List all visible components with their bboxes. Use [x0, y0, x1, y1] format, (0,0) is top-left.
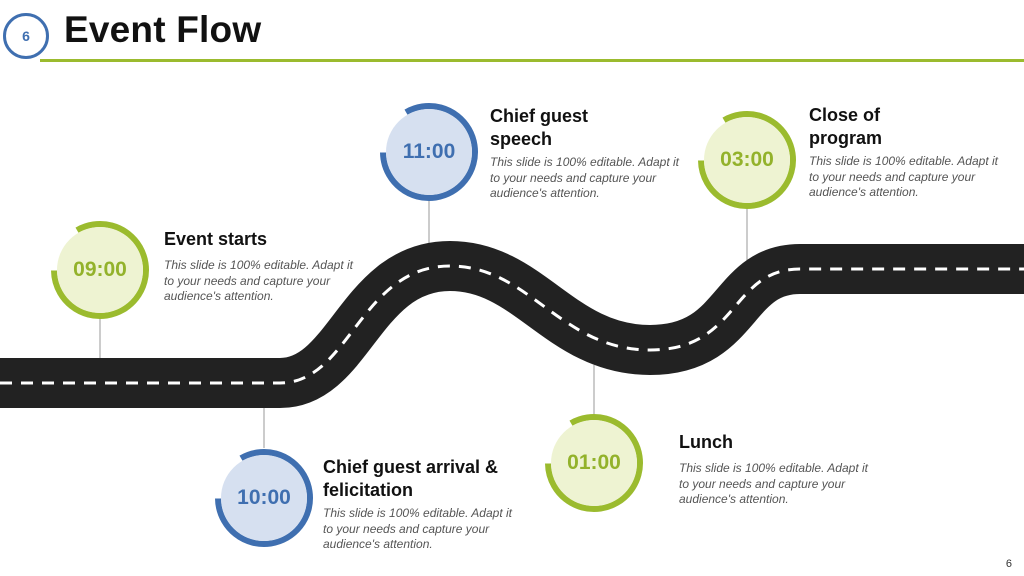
event-title-1000: Chief guest arrival & felicitation — [323, 457, 499, 500]
ring-track-0900 — [51, 221, 149, 319]
event-title-0900: Event starts — [164, 229, 268, 249]
event-title-0100: Lunch — [679, 432, 733, 452]
ring-track-1100 — [380, 102, 478, 201]
event-desc-1100: This slide is 100% editable. Adapt it to… — [490, 155, 679, 200]
time-badge-1100: 11:00 — [386, 109, 472, 195]
time-badge-0900: 09:00 — [57, 227, 143, 313]
event-desc-0300: This slide is 100% editable. Adapt it to… — [809, 154, 998, 199]
road-lane-markings — [0, 264, 1024, 385]
event-title-1100: Chief guest speech — [490, 106, 589, 149]
ring-track-1000 — [215, 449, 313, 547]
time-badge-0300: 03:00 — [704, 117, 790, 203]
slide-number-badge: 6 — [3, 13, 49, 59]
time-badge-0100: 01:00 — [551, 420, 637, 506]
event-title-0300: Close of program — [809, 105, 883, 148]
event-desc-0100: This slide is 100% editable. Adapt it to… — [679, 461, 868, 506]
road-body — [0, 240, 1024, 408]
ring-track-0300 — [698, 111, 796, 209]
title-underline — [40, 59, 1024, 62]
page-title: Event Flow — [64, 9, 262, 50]
page-number: 6 — [1005, 558, 1012, 570]
ring-track-0100 — [545, 413, 643, 512]
event-desc-0900: This slide is 100% editable. Adapt it to… — [164, 258, 353, 303]
time-badge-1000: 10:00 — [221, 455, 307, 541]
event-desc-1000: This slide is 100% editable. Adapt it to… — [323, 506, 512, 551]
